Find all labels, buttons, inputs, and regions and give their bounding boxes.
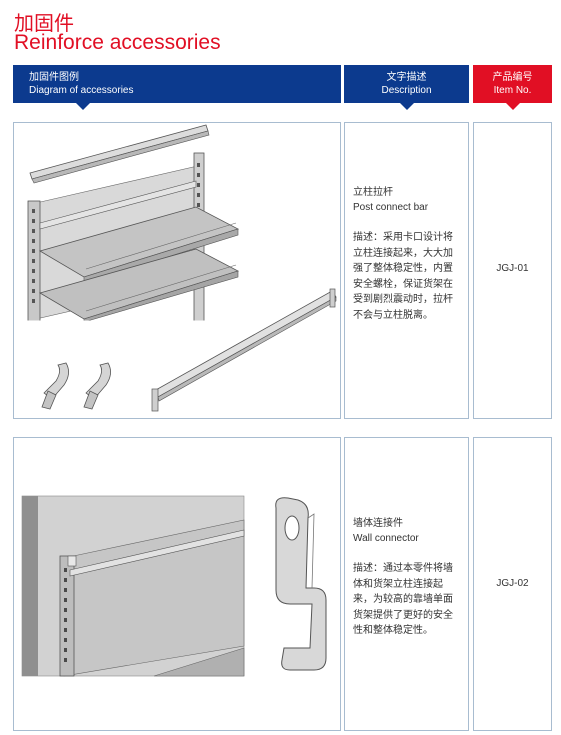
header-desc-en: Description [381, 85, 432, 96]
product-description-cell: 墙体连接件 Wall connector 描述：通过本零件将墙体和货架立柱连接起… [344, 437, 469, 731]
product-name-cn: 立柱拉杆 [353, 187, 393, 198]
product-description-cell: 立柱拉杆 Post connect bar 描述：采用卡口设计将立柱连接起来，大… [344, 122, 469, 419]
product-description: 描述：采用卡口设计将立柱连接起来，大大加强了整体稳定性，内置安全螺栓，保证货架在… [353, 232, 453, 321]
product-image-wall-connector [13, 437, 341, 731]
page-title-en: Reinforce accessories [14, 31, 221, 54]
header-notch [76, 103, 90, 110]
header-item-en: Item No. [493, 85, 532, 96]
header-item-cn: 产品编号 [492, 72, 533, 83]
product-name-cn: 墙体连接件 [353, 518, 403, 529]
header-item-no: 产品编号 Item No. [473, 65, 552, 110]
wall-connector-illustration [21, 495, 327, 677]
product-description: 描述：通过本零件将墙体和货架立柱连接起来，为较高的靠墙单面货架提供了更好的安全性… [353, 563, 453, 636]
product-item-cell: JGJ-02 [473, 437, 552, 731]
header-notch [400, 103, 414, 110]
header-diagram-cn: 加固件图例 [29, 72, 79, 83]
product-item-no: JGJ-02 [496, 578, 529, 589]
product-item-cell: JGJ-01 [473, 122, 552, 419]
product-name-en: Wall connector [353, 533, 419, 544]
header-desc-cn: 文字描述 [386, 72, 427, 83]
page-title-cn: 加固件 [14, 11, 74, 35]
header-diagram: 加固件图例 Diagram of accessories [13, 65, 341, 110]
header-description: 文字描述 Description [344, 65, 469, 110]
product-name-en: Post connect bar [353, 202, 429, 213]
header-diagram-en: Diagram of accessories [29, 85, 134, 96]
header-notch [506, 103, 520, 110]
post-connect-bar-illustration [26, 124, 337, 412]
product-image-post-connect-bar [13, 122, 341, 419]
product-item-no: JGJ-01 [496, 263, 529, 274]
